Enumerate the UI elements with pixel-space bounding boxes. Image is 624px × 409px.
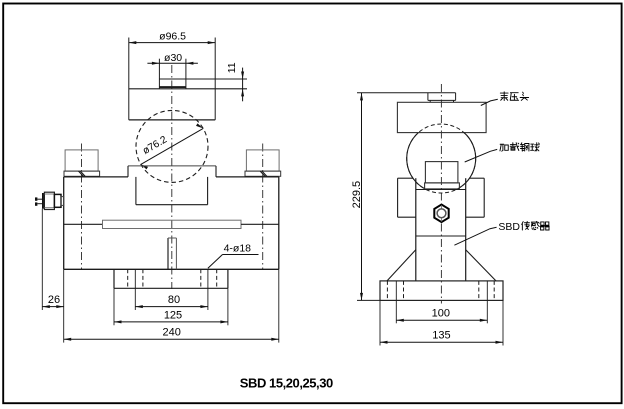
svg-text:80: 80 <box>168 294 180 306</box>
svg-text:SBD: SBD <box>498 221 520 233</box>
svg-text:ø96.5: ø96.5 <box>159 30 186 42</box>
svg-text:100: 100 <box>432 308 450 320</box>
svg-text:11: 11 <box>226 62 238 73</box>
svg-text:135: 135 <box>432 330 450 342</box>
svg-text:4-ø18: 4-ø18 <box>224 243 252 255</box>
svg-text:125: 125 <box>164 309 182 321</box>
svg-text:SBD 15,20,25,30: SBD 15,20,25,30 <box>240 376 333 391</box>
svg-text:ø30: ø30 <box>164 52 182 64</box>
svg-text:240: 240 <box>163 327 181 339</box>
svg-text:26: 26 <box>48 294 60 306</box>
svg-text:229.5: 229.5 <box>351 181 363 209</box>
